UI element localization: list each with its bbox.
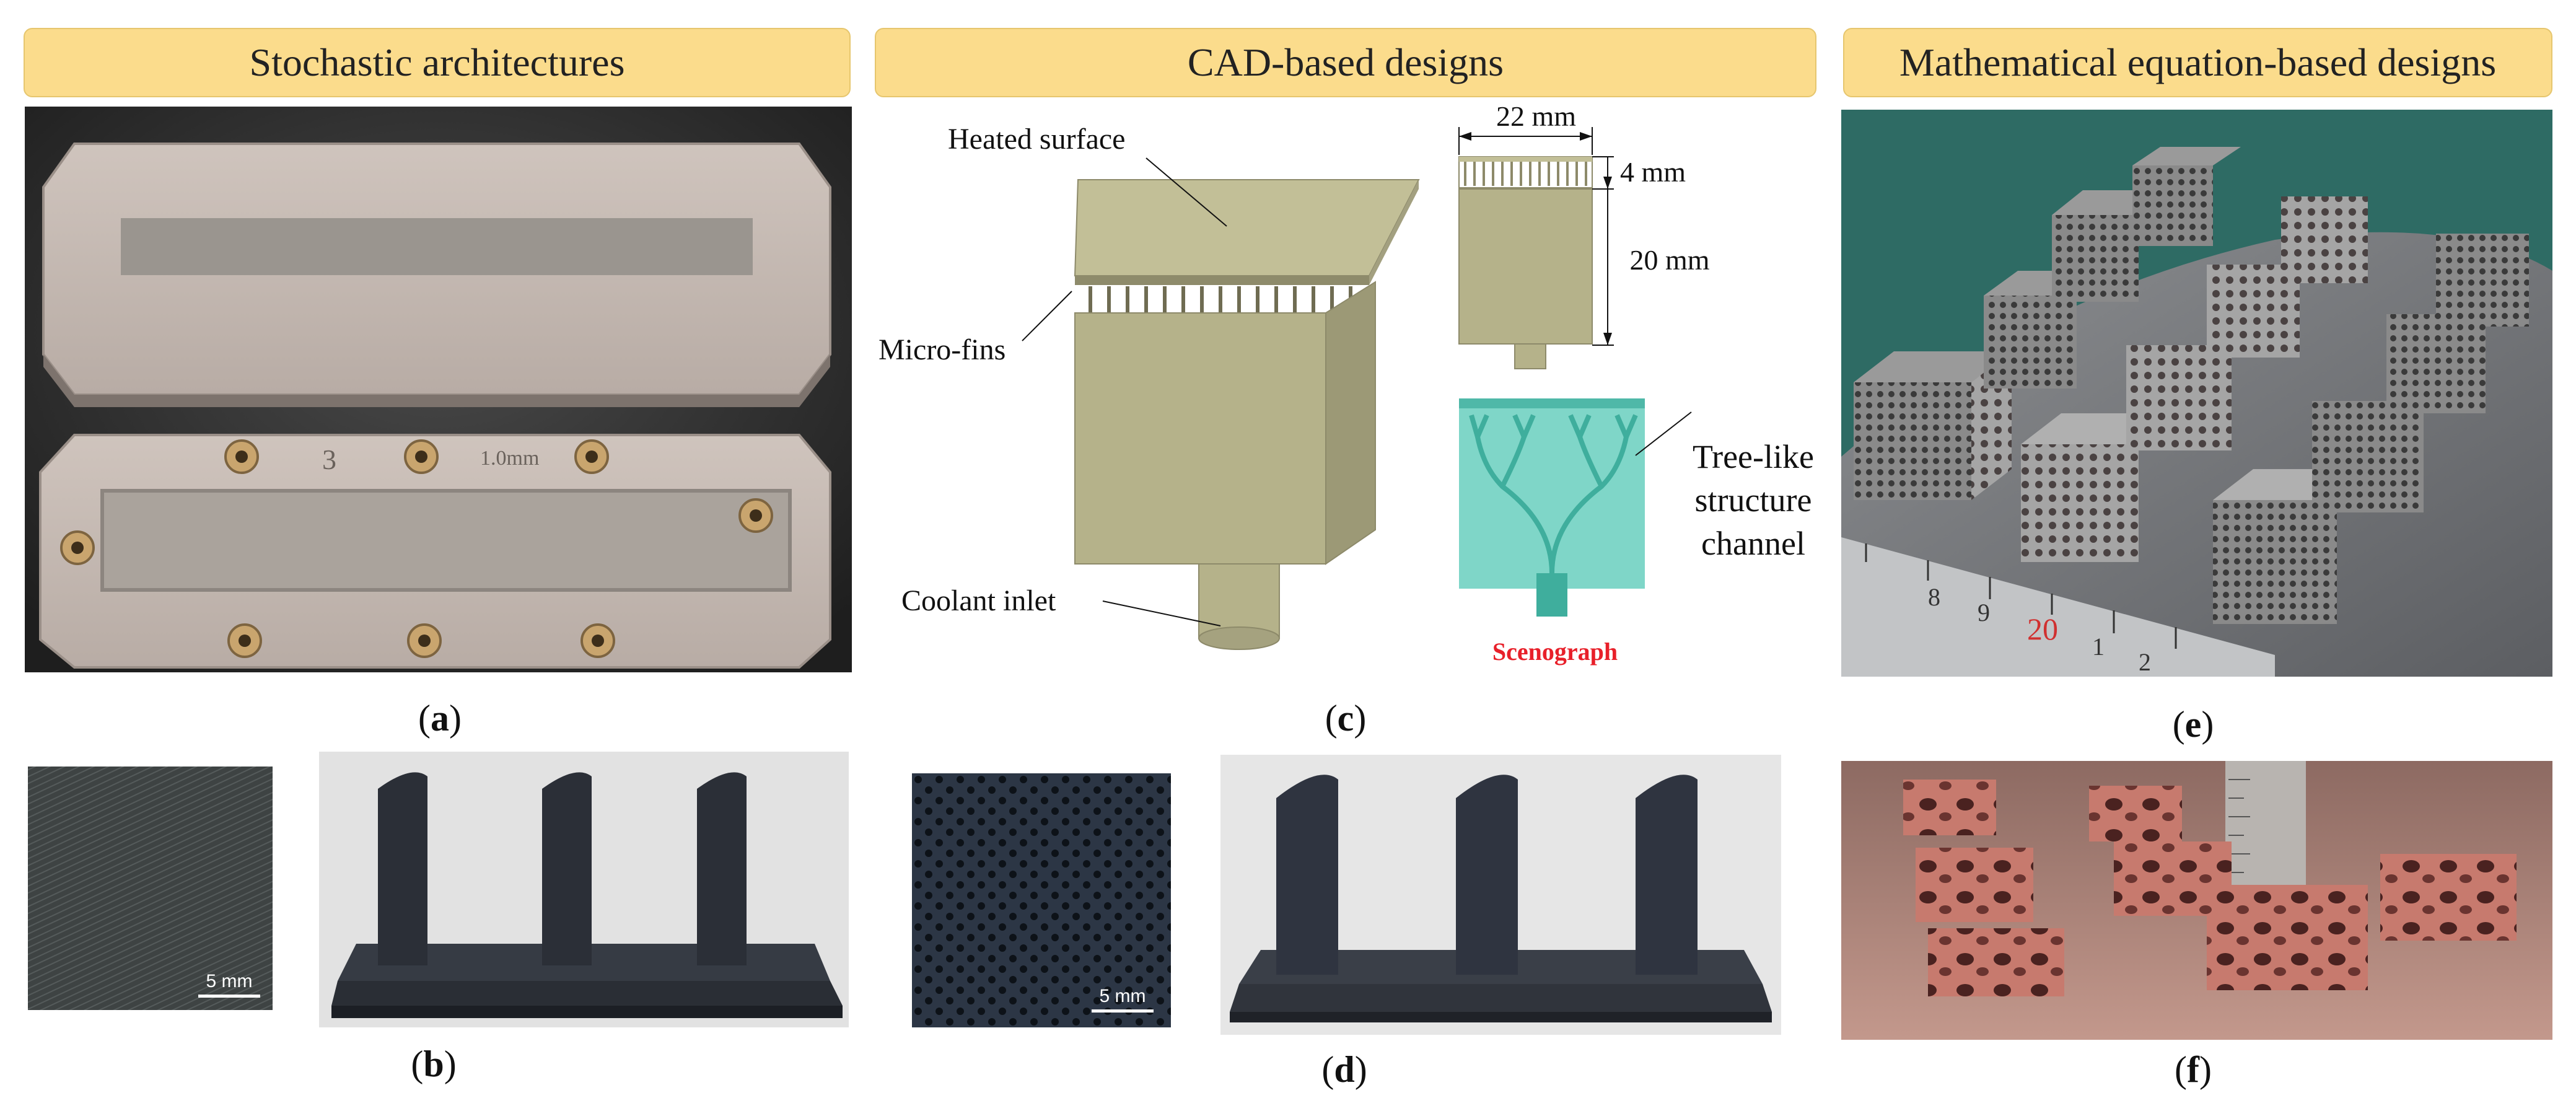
caption-e: (e) [2172, 704, 2214, 745]
cad-side-view [1458, 156, 1593, 369]
ruler-label-2: 2 [2139, 648, 2151, 676]
cad-top-plate [1074, 179, 1420, 276]
tree-label-2: structure [1695, 481, 1812, 519]
label-micro-fins: Micro-fins [878, 333, 1005, 366]
photo-d-blades [1220, 755, 1781, 1035]
dim-width: 22 mm [1496, 102, 1576, 132]
porous-region-top [121, 218, 753, 275]
caption-d: (d) [1321, 1049, 1367, 1090]
tree-label-3: channel [1701, 525, 1805, 562]
cad-coolant-inlet [1198, 563, 1280, 639]
blade-d-1 [1276, 775, 1338, 975]
tree-channel [1459, 398, 1645, 617]
blade-d-3 [1636, 775, 1698, 975]
cad-micro-fins [1089, 286, 1352, 313]
tree-label-1: Tree-like [1693, 438, 1814, 475]
photo-b-texture: 5 mm [28, 767, 273, 1010]
dim-body: 20 mm [1629, 244, 1709, 276]
photo-d-texture: 5 mm [912, 773, 1171, 1027]
scenograph-label: Scenograph [1492, 638, 1618, 666]
photo-a-plates: 3 1.0mm [25, 107, 852, 672]
ruler [1841, 537, 2275, 677]
blade-d-2 [1456, 775, 1518, 975]
blade-b-1 [378, 772, 427, 965]
photo-e-lattices: 8 9 20 1 2 [1841, 110, 2552, 677]
ruler-label-20: 20 [2027, 612, 2058, 646]
lattice-illustration: 8 9 20 1 2 [1841, 110, 2552, 677]
scale-bar-d: 5 mm [1092, 986, 1154, 1013]
photo-f-gyroids [1841, 761, 2552, 1040]
base-plate-b [331, 981, 843, 1006]
caption-f: (f) [2175, 1049, 2212, 1090]
blade-b-3 [697, 772, 747, 965]
photo-b-blades [319, 752, 849, 1027]
texture-b [28, 767, 273, 1010]
cad-body-side [1325, 281, 1376, 565]
ruler-label-8: 8 [1928, 583, 1940, 611]
dim-fin: 4 mm [1620, 156, 1686, 188]
plate-thickness: 1.0mm [480, 447, 539, 470]
cad-body-front [1074, 312, 1326, 565]
steel-ruler [2225, 761, 2306, 903]
plates-illustration: 3 1.0mm [25, 107, 852, 672]
caption-b: (b) [411, 1044, 457, 1084]
blade-b-2 [542, 772, 592, 965]
caption-a: (a) [418, 698, 462, 739]
texture-d [912, 773, 1171, 1027]
label-coolant-inlet: Coolant inlet [901, 584, 1056, 617]
porous-region-bottom [100, 489, 792, 592]
ruler-label-9: 9 [1978, 599, 1990, 626]
base-plate-d [1230, 984, 1772, 1012]
header-math: Mathematical equation-based designs [1843, 28, 2552, 97]
caption-c: (c) [1325, 698, 1367, 739]
label-heated-surface: Heated surface [948, 123, 1125, 156]
plate-number: 3 [322, 444, 336, 475]
scale-bar-b: 5 mm [198, 971, 260, 998]
header-cad: CAD-based designs [875, 28, 1816, 97]
gyroid-samples [1903, 780, 2517, 996]
blades-b [319, 752, 849, 1027]
gyroid-illustration [1841, 761, 2552, 1040]
blades-d [1220, 755, 1781, 1035]
header-stochastic: Stochastic architectures [24, 28, 851, 97]
lattice-cubes [1854, 147, 2529, 624]
ruler-label-1: 1 [2092, 633, 2105, 661]
cad-illustration: Heated surface Micro-fins Coolant inlet [878, 102, 1814, 666]
diagram-c-cad: Heated surface Micro-fins Coolant inlet [874, 102, 1825, 688]
